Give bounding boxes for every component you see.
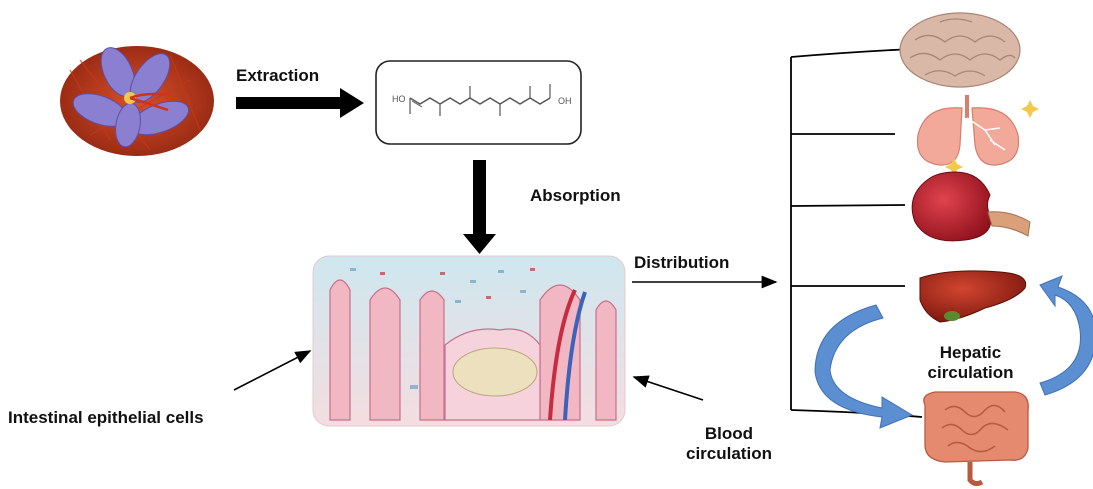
extraction-label: Extraction bbox=[236, 66, 320, 85]
hepatic-label-line1: Hepatic bbox=[939, 343, 1002, 362]
intestinal-epithelial-label: Intestinal epithelial cells bbox=[8, 408, 204, 427]
distribution-label: Distribution bbox=[634, 253, 730, 272]
lungs-icon bbox=[916, 95, 1039, 176]
distribution-bracket bbox=[790, 48, 923, 418]
blood-pointer-arrow bbox=[632, 375, 704, 401]
kidney-icon bbox=[911, 171, 1031, 242]
absorption-arrow bbox=[463, 160, 496, 254]
absorption-label: Absorption bbox=[530, 186, 621, 205]
intestinal-pointer-arrow bbox=[233, 350, 312, 391]
crocetin-molecule-icon: HO OH bbox=[375, 60, 582, 145]
hepatic-circulation-label: Hepatic circulation bbox=[918, 343, 1023, 382]
sparkle-icon bbox=[1021, 100, 1039, 118]
blood-label-line2: circulation bbox=[686, 443, 772, 463]
intestinal-villi-icon bbox=[312, 255, 626, 427]
extraction-arrow bbox=[236, 88, 364, 118]
intestine-icon bbox=[923, 391, 1029, 487]
sparkle-icon bbox=[945, 158, 963, 176]
blood-label-line1: Blood bbox=[704, 424, 754, 443]
molecule-right-group: OH bbox=[558, 96, 572, 106]
blood-circulation-label: Blood circulation bbox=[686, 424, 772, 463]
hepatic-label-line2: circulation bbox=[927, 362, 1014, 382]
brain-icon bbox=[899, 12, 1021, 88]
molecule-left-group: HO bbox=[392, 94, 406, 104]
saffron-flower-icon bbox=[60, 46, 214, 156]
liver-icon bbox=[919, 270, 1027, 323]
hepatic-circulation-arrows bbox=[814, 275, 1093, 429]
